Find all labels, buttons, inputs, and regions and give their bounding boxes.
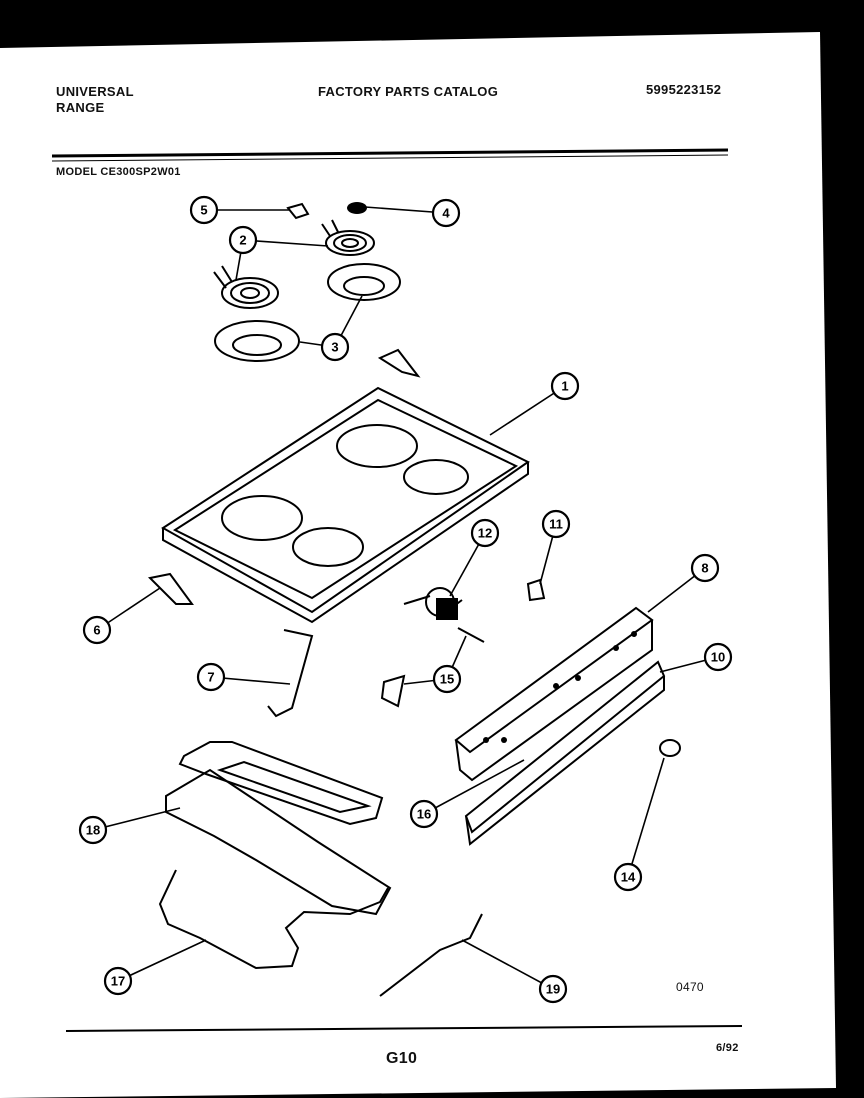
- thermostat-sensor: [659, 739, 681, 757]
- callout-10: 10: [703, 642, 733, 672]
- callout-11: 11: [541, 509, 571, 539]
- callout-7: 7: [196, 662, 226, 692]
- callout-3: 3: [320, 332, 350, 362]
- svg-text:17: 17: [111, 974, 125, 989]
- cap-part: [347, 202, 367, 214]
- svg-text:6: 6: [93, 623, 100, 638]
- callout-12: 12: [470, 518, 500, 548]
- callout-5: 5: [189, 195, 219, 225]
- paper: [0, 32, 836, 1098]
- svg-text:2: 2: [239, 233, 246, 248]
- rack-rod: [379, 913, 483, 997]
- svg-text:14: 14: [621, 870, 636, 885]
- callout-19: 19: [538, 974, 568, 1004]
- cooktop-panel: [161, 386, 530, 624]
- header-rule: [51, 148, 729, 158]
- svg-text:10: 10: [711, 650, 725, 665]
- svg-text:4: 4: [442, 206, 450, 221]
- callout-15: 15: [432, 664, 462, 694]
- svg-text:3: 3: [331, 340, 338, 355]
- svg-text:11: 11: [549, 517, 563, 532]
- svg-text:15: 15: [440, 672, 454, 687]
- bake-element: [158, 869, 389, 970]
- screw-parts: [380, 627, 485, 708]
- callout-14: 14: [613, 862, 643, 892]
- diagram-code: 0470: [676, 980, 704, 994]
- catalog-title: FACTORY PARTS CATALOG: [318, 84, 499, 99]
- footer-rule: [65, 1025, 743, 1032]
- svg-text:16: 16: [417, 807, 431, 822]
- svg-text:1: 1: [561, 379, 568, 394]
- wire-connector: [377, 348, 421, 378]
- infinite-switch: [403, 587, 463, 620]
- surface-element-lower: [213, 265, 279, 309]
- drip-bowl-left: [214, 320, 300, 362]
- callout-4: 4: [431, 198, 461, 228]
- brand-line-1: UNIVERSAL: [56, 84, 134, 99]
- page-code: G10: [386, 1050, 418, 1067]
- svg-text:7: 7: [207, 670, 214, 685]
- callout-1: 1: [550, 371, 580, 401]
- callout-8: 8: [690, 553, 720, 583]
- svg-text:5: 5: [200, 203, 207, 218]
- callout-6: 6: [82, 615, 112, 645]
- control-panel-bracket: [454, 606, 654, 782]
- callout-18: 18: [78, 815, 108, 845]
- svg-text:19: 19: [546, 982, 560, 997]
- surface-element-upper: [321, 219, 375, 256]
- terminal-block: [286, 202, 310, 220]
- svg-text:12: 12: [478, 526, 492, 541]
- svg-text:18: 18: [86, 823, 100, 838]
- trim-strip: [464, 660, 666, 846]
- svg-text:8: 8: [701, 561, 708, 576]
- catalog-number: 5995223152: [646, 82, 722, 97]
- brand-line-2: RANGE: [56, 100, 105, 115]
- callout-17: 17: [103, 966, 133, 996]
- callout-16: 16: [409, 799, 439, 829]
- broil-element: [165, 741, 392, 916]
- drip-bowl-right: [327, 263, 401, 301]
- clip-part: [526, 578, 546, 602]
- hinge-bracket: [147, 572, 194, 605]
- support-rod: [267, 629, 314, 718]
- model-line: MODEL CE300SP2W01: [56, 166, 181, 178]
- callout-2: 2: [228, 225, 258, 255]
- revision-date: 6/92: [716, 1042, 739, 1054]
